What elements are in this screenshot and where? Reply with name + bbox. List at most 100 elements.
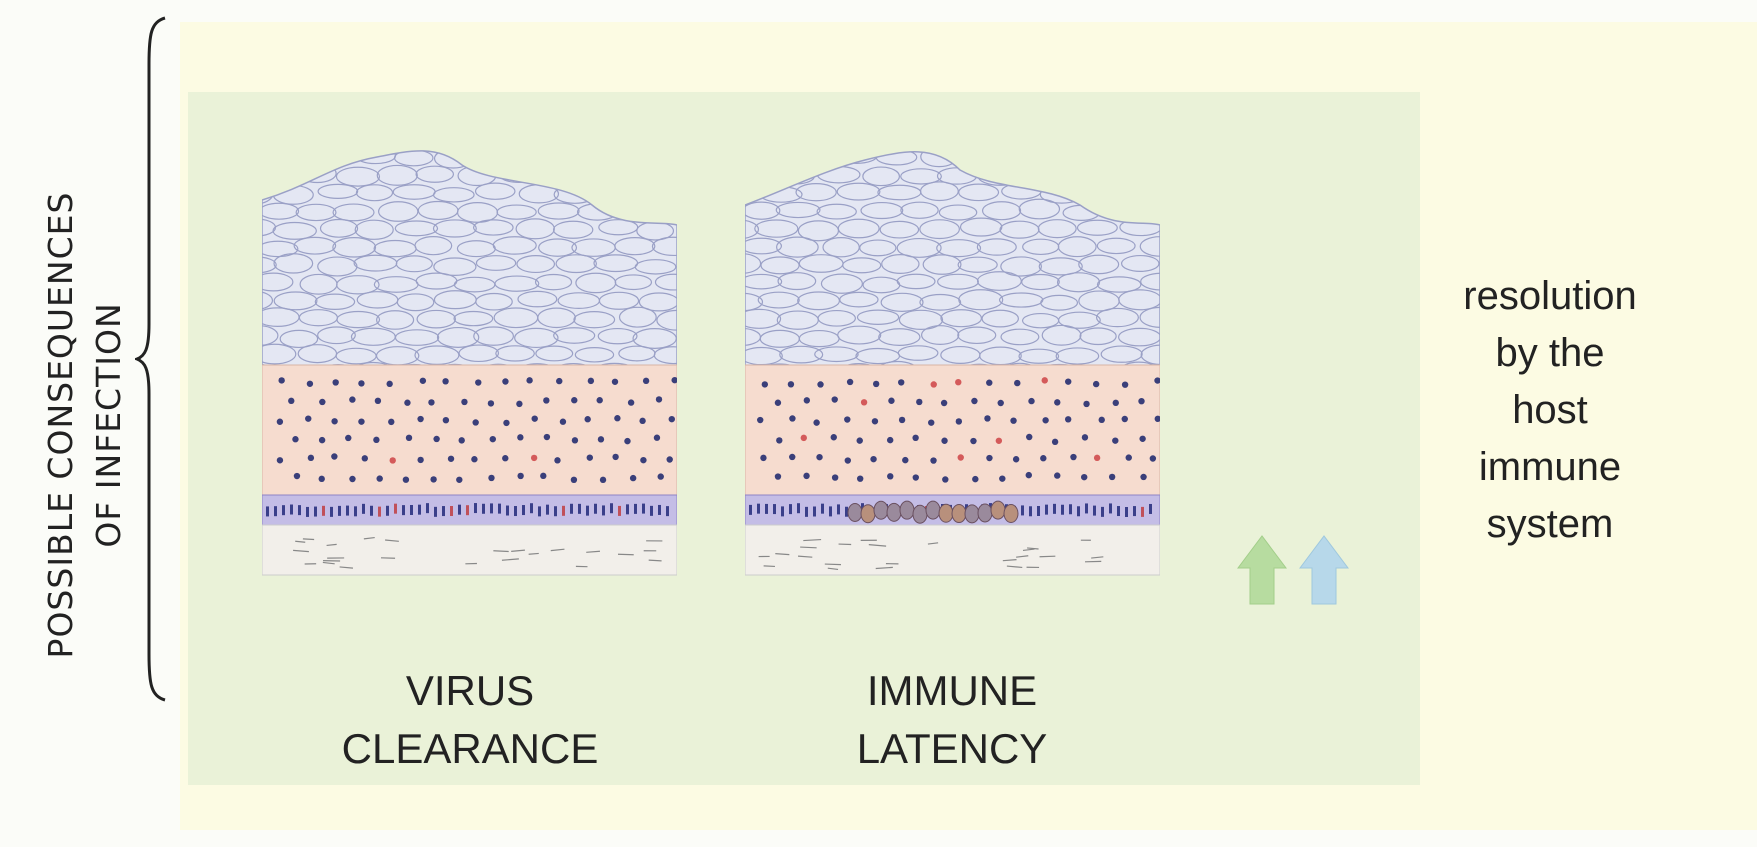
cell-nucleus <box>630 475 636 481</box>
cell-nucleus <box>857 437 863 443</box>
cell-nucleus <box>1113 400 1119 406</box>
latent-infected-cell <box>1004 505 1018 523</box>
basal-nucleus <box>434 507 437 517</box>
cell-nucleus <box>847 379 853 385</box>
squamous-cell <box>1097 167 1136 187</box>
fibroblast <box>1040 556 1056 557</box>
cell-nucleus <box>544 434 550 440</box>
cell-nucleus <box>277 457 283 463</box>
resolution-text: resolution by the host immune system <box>1445 268 1655 553</box>
cell-nucleus <box>998 400 1004 406</box>
cell-nucleus <box>996 438 1002 444</box>
latent-infected-cell <box>939 504 953 522</box>
cell-nucleus <box>817 381 823 387</box>
squamous-cell <box>262 167 294 182</box>
basal-nucleus <box>650 506 653 516</box>
blue-up-arrow-icon <box>1300 536 1348 604</box>
cell-nucleus <box>831 434 837 440</box>
basal-nucleus <box>1069 504 1072 514</box>
basal-nucleus <box>1125 507 1128 517</box>
basal-nucleus <box>1093 506 1096 516</box>
basal-nucleus <box>290 505 293 515</box>
basal-nucleus <box>1133 506 1136 516</box>
tissue-virus-clearance <box>262 145 677 645</box>
basal-nucleus <box>626 504 629 514</box>
squamous-cell <box>801 149 838 166</box>
cell-nucleus <box>931 381 937 387</box>
cell-nucleus <box>1094 455 1100 461</box>
basal-nucleus <box>546 505 549 515</box>
cell-nucleus <box>390 457 396 463</box>
latent-infected-cell <box>913 505 927 523</box>
cell-nucleus <box>308 455 314 461</box>
side-title: POSSIBLE CONSEQUENCES OF INFECTION <box>30 20 140 830</box>
resolution-line-1: resolution <box>1445 268 1655 325</box>
cell-nucleus <box>386 381 392 387</box>
cell-nucleus <box>654 435 660 441</box>
cell-nucleus <box>375 398 381 404</box>
cell-nucleus <box>1028 398 1034 404</box>
cell-nucleus <box>1093 381 1099 387</box>
basal-nucleus <box>282 505 285 515</box>
cell-nucleus <box>955 379 961 385</box>
squamous-cell <box>1082 147 1120 165</box>
cell-nucleus <box>428 399 434 405</box>
cell-nucleus <box>448 456 454 462</box>
basal-nucleus <box>813 506 816 516</box>
label-immune-latency: IMMUNE LATENCY <box>742 662 1162 778</box>
basal-nucleus <box>514 506 517 516</box>
squamous-cell <box>578 165 615 183</box>
basal-nucleus <box>458 505 461 515</box>
squamous-cell <box>279 147 318 164</box>
cell-nucleus <box>941 400 947 406</box>
cell-nucleus <box>1042 377 1048 383</box>
cell-nucleus <box>887 437 893 443</box>
fibroblast <box>825 564 841 565</box>
cell-nucleus <box>1122 381 1128 387</box>
cell-nucleus <box>540 473 546 479</box>
cell-nucleus <box>775 400 781 406</box>
cell-nucleus <box>1054 472 1060 478</box>
basal-nucleus <box>765 504 768 514</box>
basal-nucleus <box>757 504 760 514</box>
cell-nucleus <box>1138 398 1144 404</box>
cell-nucleus <box>972 476 978 482</box>
cell-nucleus <box>1099 417 1105 423</box>
resolution-line-4: immune <box>1445 439 1655 496</box>
basal-nucleus <box>506 506 509 516</box>
cell-nucleus <box>804 397 810 403</box>
basal-nucleus <box>410 505 413 515</box>
cell-nucleus <box>471 456 477 462</box>
basal-nucleus <box>1053 504 1056 514</box>
basal-nucleus <box>1141 507 1144 517</box>
squamous-cell <box>1121 185 1157 201</box>
cell-nucleus <box>543 397 549 403</box>
cell-nucleus <box>832 474 838 480</box>
basal-nucleus <box>749 505 752 515</box>
latent-infected-cell <box>926 501 940 519</box>
green-up-arrow-icon <box>1238 536 1286 604</box>
cell-nucleus <box>1070 454 1076 460</box>
cell-nucleus <box>404 400 410 406</box>
cell-nucleus <box>1140 474 1146 480</box>
basal-nucleus <box>394 504 397 514</box>
cell-nucleus <box>1013 456 1019 462</box>
cell-nucleus <box>760 455 766 461</box>
squamous-cell <box>616 167 660 182</box>
latent-infected-cell <box>965 505 979 523</box>
basal-nucleus <box>554 506 557 516</box>
cell-nucleus <box>757 417 763 423</box>
squamous-cell <box>318 146 355 166</box>
basal-nucleus <box>490 503 493 513</box>
squamous-cell <box>1038 151 1080 165</box>
cell-nucleus <box>488 400 494 406</box>
basal-nucleus <box>370 506 373 516</box>
latent-infected-cell <box>874 501 888 519</box>
cell-nucleus <box>639 418 645 424</box>
basal-nucleus <box>466 505 469 515</box>
cell-nucleus <box>502 378 508 384</box>
fibroblast <box>764 566 775 567</box>
cell-nucleus <box>1065 416 1071 422</box>
cell-nucleus <box>571 397 577 403</box>
cell-nucleus <box>1126 454 1132 460</box>
